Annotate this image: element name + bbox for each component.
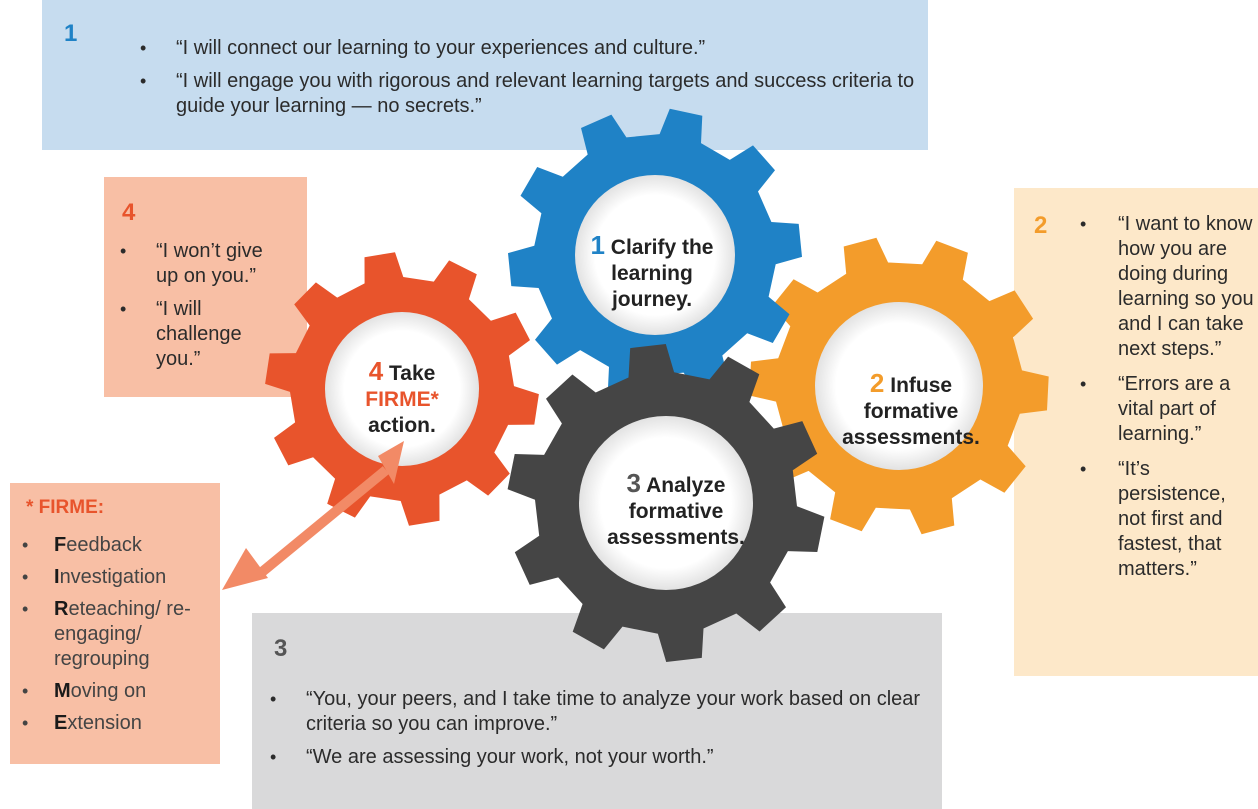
gear-text: Take [389,362,436,385]
list-item: Feedback [20,533,210,558]
action-callout: 4 “I won’t give up on you.” “I will chal… [104,177,307,397]
list-item: Reteaching/ re-engaging/ regrouping [20,597,210,672]
clarify-list: “I will connect our learning to your exp… [138,36,928,127]
list-item: “I won’t give up on you.” [118,239,288,289]
list-item: “Errors are a vital part of learning.” [1078,372,1258,447]
analyze-list: “You, your peers, and I take time to ana… [268,687,938,778]
gear-number: 1 [590,230,605,260]
action-list: “I won’t give up on you.” “I will challe… [118,239,288,380]
clarify-callout: 1 “I will connect our learning to your e… [42,0,928,150]
gear-number: 2 [869,368,885,398]
gear-action-label: 4 Take FIRME* action. [332,358,472,439]
list-item: “It’s persistence, not first and fastest… [1078,457,1258,582]
firme-word: oving on [70,680,147,702]
list-item: “We are assessing your work, not your wo… [268,745,938,770]
firme-initial: E [54,712,68,734]
gear-firme-text: FIRME* [365,388,439,411]
callout-number: 2 [1034,212,1048,239]
arrowhead-left [222,548,268,590]
double-arrow-icon [222,441,404,590]
firme-word: nvestigation [59,566,167,588]
list-item: “I want to know how you are doing during… [1078,212,1258,362]
infuse-list: “I want to know how you are doing during… [1078,212,1258,592]
callout-number: 1 [64,20,78,47]
gear-number: 4 [368,356,384,386]
gear-text: Infuse formative assessments. [842,374,980,449]
list-item: Investigation [20,565,210,590]
infuse-callout: 2 “I want to know how you are doing duri… [1014,188,1258,676]
gear-text: Clarify the learning journey. [610,236,714,311]
gear-analyze-label: 3 Analyze formative assessments. [596,470,756,551]
list-item: Extension [20,711,210,736]
list-item: “I will connect our learning to your exp… [138,36,928,61]
gear-clarify-label: 1 Clarify the learning journey. [572,232,732,313]
firme-word: eteaching/ re-engaging/ regrouping [54,598,191,670]
callout-number: 3 [274,635,288,662]
callout-number: 4 [122,199,136,226]
gear-infuse-label: 2 Infuse formative assessments. [826,370,996,451]
firme-word: xtension [67,712,142,734]
gear-text: Analyze formative assessments. [607,474,745,549]
firme-word: eedback [66,534,142,556]
firme-initial: R [54,598,69,620]
analyze-callout: 3 “You, your peers, and I take time to a… [252,613,942,809]
firme-title: * FIRME: [26,497,105,518]
firme-initial: F [54,534,67,556]
gear-number: 3 [626,468,642,498]
arrowhead-right [378,441,404,484]
gear-text: action. [368,414,436,437]
list-item: “I will engage you with rigorous and rel… [138,69,928,119]
arrow-shaft [258,466,390,576]
firme-initial: I [54,566,60,588]
list-item: Moving on [20,679,210,704]
firme-initial: M [54,680,71,702]
firme-legend: * FIRME: Feedback Investigation Reteachi… [10,483,220,764]
firme-list: Feedback Investigation Reteaching/ re-en… [20,533,210,743]
list-item: “You, your peers, and I take time to ana… [268,687,938,737]
list-item: “I will challenge you.” [118,297,288,372]
